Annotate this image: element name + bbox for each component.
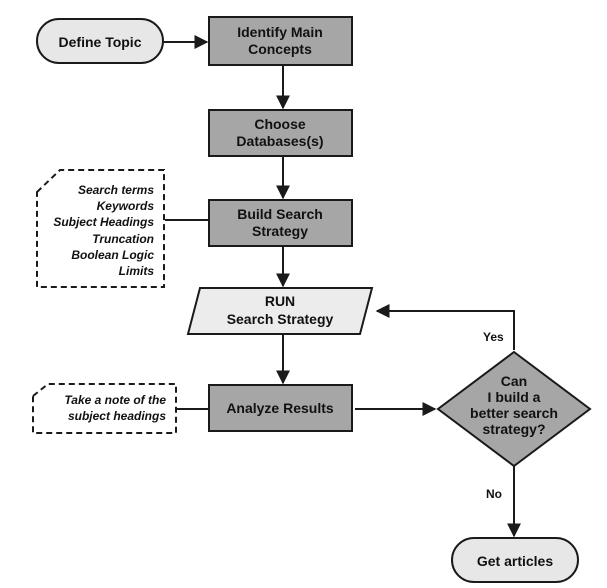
node-define-topic: Define Topic [36, 18, 164, 64]
node-choose-databases: Choose Databases(s) [208, 109, 353, 157]
node-decision: Can I build a better search strategy? [436, 350, 592, 468]
build-label-line-1: Build Search [237, 206, 323, 222]
decision-label-line-2: I build a [488, 389, 541, 405]
note-item-subject-headings: Subject Headings [53, 215, 154, 229]
node-run-strategy: RUN Search Strategy [186, 287, 374, 335]
note-subject-headings: Take a note of the subject headings [32, 383, 177, 434]
node-get-articles: Get articles [451, 537, 579, 583]
note-item-search-terms: Search terms [78, 183, 154, 197]
define-topic-label: Define Topic [59, 34, 142, 50]
node-analyze-results: Analyze Results [208, 384, 353, 432]
edge-label-yes: Yes [483, 330, 504, 344]
decision-label-line-3: better search [470, 405, 558, 421]
edge-label-no: No [486, 487, 502, 501]
get-articles-label: Get articles [477, 553, 553, 569]
choose-label-line-1: Choose [254, 116, 306, 132]
connectors [164, 35, 521, 538]
note-item-keywords: Keywords [97, 199, 155, 213]
arrow-yes-loop [375, 304, 515, 350]
note-subject-headings-line-2: subject headings [68, 409, 166, 423]
build-label-line-2: Strategy [252, 223, 308, 239]
note-item-limits: Limits [119, 264, 155, 278]
note-subject-headings-line-1: Take a note of the [64, 393, 166, 407]
identify-label-line-1: Identify Main [237, 24, 323, 40]
choose-label-line-2: Databases(s) [236, 133, 323, 149]
run-label-line-1: RUN [265, 293, 295, 309]
identify-label-line-2: Concepts [248, 41, 312, 57]
note-item-boolean-logic: Boolean Logic [71, 248, 154, 262]
decision-label-line-4: strategy? [482, 421, 545, 437]
node-identify-concepts: Identify Main Concepts [208, 16, 353, 66]
decision-label-line-1: Can [501, 373, 527, 389]
analyze-label: Analyze Results [226, 400, 334, 416]
node-build-strategy: Build Search Strategy [208, 199, 353, 247]
note-item-truncation: Truncation [92, 232, 154, 246]
run-label-line-2: Search Strategy [227, 311, 334, 327]
note-search-terms: Search terms Keywords Subject Headings T… [36, 169, 165, 288]
